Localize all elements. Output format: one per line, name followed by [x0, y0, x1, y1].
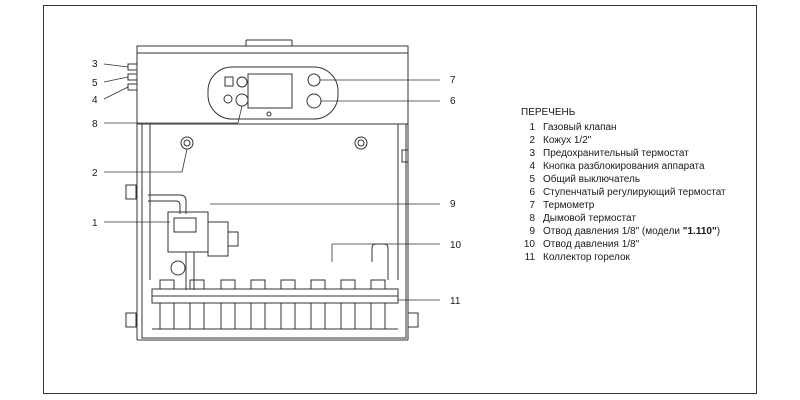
legend-item-text: Отвод давления 1/8" (модели "1.110")	[543, 225, 720, 238]
control-panel-housing	[136, 45, 409, 125]
legend-item-label: Отвод давления 1/8"	[543, 239, 640, 250]
legend-title: ПЕРЕЧЕНЬ	[521, 107, 576, 118]
legend-item: 9 Отвод давления 1/8" (модели "1.110")	[521, 225, 726, 238]
legend-item-number: 7	[529, 200, 535, 211]
inspection-hole	[354, 136, 368, 150]
legend-item-text: Коллектор горелок	[543, 251, 630, 264]
legend-item: 6 Ступенчатый регулирующий термостат	[521, 186, 726, 199]
legend-item-label: Ступенчатый регулирующий термостат	[543, 187, 726, 198]
callout-3: 3	[92, 59, 98, 70]
legend-item: 2 Кожух 1/2"	[521, 134, 726, 147]
callout-4: 4	[92, 95, 98, 106]
legend-item-model: "1.110"	[682, 226, 717, 237]
legend-item-number: 8	[529, 213, 535, 224]
legend-item-suffix: )	[716, 226, 721, 237]
legend-item: 1 Газовый клапан	[521, 121, 726, 134]
legend-item: 3 Предохранительный термостат	[521, 147, 726, 160]
legend-item-number: 1	[529, 122, 535, 133]
legend-item-label: Отвод давления 1/8" (модели	[543, 226, 683, 237]
legend-item-label: Термометр	[543, 200, 595, 211]
legend-item: 8 Дымовой термостат	[521, 212, 726, 225]
legend-item-label: Газовый клапан	[543, 122, 617, 133]
legend-item-number: 4	[529, 161, 535, 172]
legend-item-number: 5	[529, 174, 535, 185]
callout-7: 7	[450, 75, 456, 86]
safety-thermostat-knob	[236, 76, 248, 88]
legend-item-text: Ступенчатый регулирующий термостат	[543, 186, 726, 199]
callout-6: 6	[450, 96, 456, 107]
legend-item-text: Предохранительный термостат	[543, 147, 689, 160]
legend-item-text: Кнопка разблокирования аппарата	[543, 160, 705, 173]
legend-item-text: Термометр	[543, 199, 594, 212]
sheath-fitting	[180, 136, 194, 150]
legend-item-label: Предохранительный термостат	[543, 148, 689, 159]
callout-2: 2	[92, 168, 98, 179]
legend-item: 7 Термометр	[521, 199, 726, 212]
legend-item-label: Кожух 1/2"	[543, 135, 592, 146]
callout-1: 1	[92, 218, 98, 229]
parts-legend: ПЕРЕЧЕНЬ 1 Газовый клапан 2 Кожух 1/2" 3 Пред…	[521, 106, 726, 264]
callout-10: 10	[450, 240, 462, 251]
legend-item-text: Кожух 1/2"	[543, 134, 591, 147]
legend-item: 10 Отвод давления 1/8"	[521, 238, 726, 251]
callout-8: 8	[92, 119, 98, 130]
legend-item-number: 11	[524, 252, 535, 263]
callout-11: 11	[450, 296, 461, 307]
legend-item-number: 10	[523, 239, 535, 250]
thermometer-dial	[307, 73, 321, 87]
regulating-thermostat-knob	[306, 93, 322, 109]
callout-9: 9	[450, 199, 456, 210]
legend-item-label: Коллектор горелок	[543, 252, 630, 263]
legend-item-text: Общий выключатель	[543, 173, 640, 186]
callout-5: 5	[92, 78, 98, 89]
legend-item: 4 Кнопка разблокирования аппарата	[521, 160, 726, 173]
legend-item-number: 3	[529, 148, 535, 159]
legend-item-text: Дымовой термостат	[543, 212, 636, 225]
legend-item-label: Общий выключатель	[543, 174, 641, 185]
control-panel	[207, 66, 339, 120]
legend-item-text: Газовый клапан	[543, 121, 617, 134]
flue-thermostat	[235, 93, 249, 107]
legend-item-number: 6	[529, 187, 535, 198]
display-screen	[247, 73, 293, 109]
legend-item-label: Дымовой термостат	[543, 213, 636, 224]
legend-item-label: Кнопка разблокирования аппарата	[543, 161, 705, 172]
boiler-body	[141, 123, 407, 339]
legend-item-number: 2	[529, 135, 535, 146]
legend-item: 11 Коллектор горелок	[521, 251, 726, 264]
reset-button	[223, 94, 233, 104]
legend-item: 5 Общий выключатель	[521, 173, 726, 186]
legend-list: 1 Газовый клапан 2 Кожух 1/2" 3 Предохранител…	[521, 121, 726, 264]
legend-item-number: 9	[529, 226, 535, 237]
main-switch	[224, 76, 234, 87]
drawing-frame	[43, 5, 757, 394]
legend-item-text: Отвод давления 1/8"	[543, 238, 639, 251]
